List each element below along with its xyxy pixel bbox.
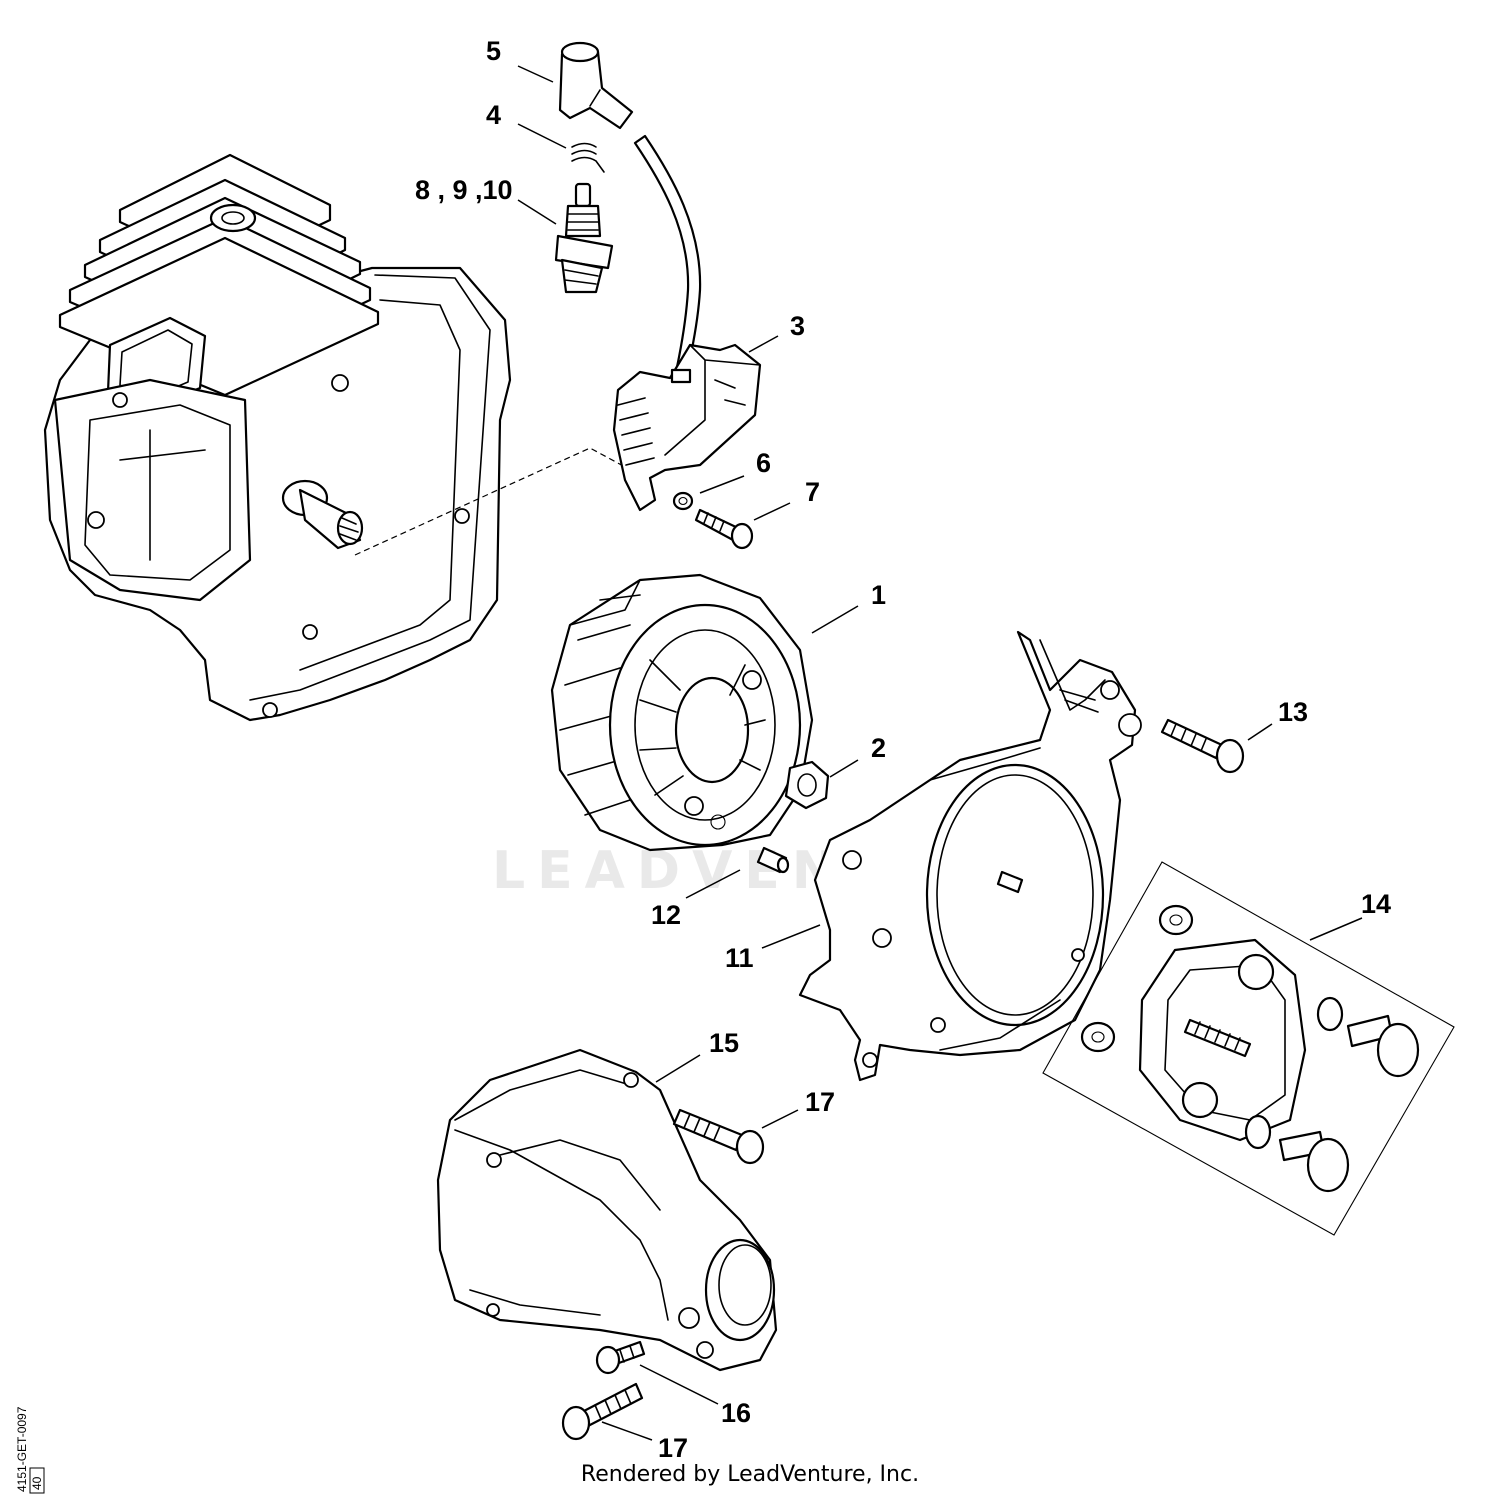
callout-6: 6 xyxy=(756,448,771,478)
callout-2: 2 xyxy=(871,733,886,763)
reference-code-text: 4151-GET-0097 xyxy=(15,1406,29,1492)
screw-7 xyxy=(694,508,754,550)
callout-4: 4 xyxy=(486,100,501,130)
washer-6 xyxy=(672,491,694,511)
screw-17-upper xyxy=(672,1108,765,1165)
nut xyxy=(784,760,830,810)
reference-code: 4151-GET-0097 40 xyxy=(15,1406,45,1494)
engine-block xyxy=(43,153,512,722)
callout-16: 16 xyxy=(721,1398,751,1428)
ignition-module xyxy=(612,343,762,512)
callout-17-lower: 17 xyxy=(658,1433,688,1463)
callout-11: 11 xyxy=(725,943,754,973)
spark-plug-boot xyxy=(558,41,634,130)
callout-7: 7 xyxy=(805,477,820,507)
spring xyxy=(571,142,605,173)
callout-5: 5 xyxy=(486,36,501,66)
screw-13 xyxy=(1160,718,1245,774)
callout-17-upper: 17 xyxy=(805,1087,835,1117)
callout-8-9-10: 8 , 9 ,10 xyxy=(415,175,513,205)
callout-1: 1 xyxy=(871,580,886,610)
pin-12 xyxy=(756,846,790,874)
screw-17-lower xyxy=(561,1382,644,1441)
callout-14: 14 xyxy=(1361,889,1391,919)
footer-credit: Rendered by LeadVenture, Inc. xyxy=(580,1462,920,1487)
reference-version: 40 xyxy=(30,1476,44,1490)
callout-13: 13 xyxy=(1278,697,1308,727)
fan-housing xyxy=(798,630,1142,1082)
clutch-housing xyxy=(436,1048,778,1372)
callout-3: 3 xyxy=(790,311,805,341)
screw-16 xyxy=(595,1340,646,1375)
leader-lines xyxy=(517,65,1363,1441)
spark-plug xyxy=(554,182,614,294)
flywheel xyxy=(550,573,814,852)
callout-12: 12 xyxy=(651,900,681,930)
callout-15: 15 xyxy=(709,1028,739,1058)
clutch-kit xyxy=(1042,861,1455,1236)
